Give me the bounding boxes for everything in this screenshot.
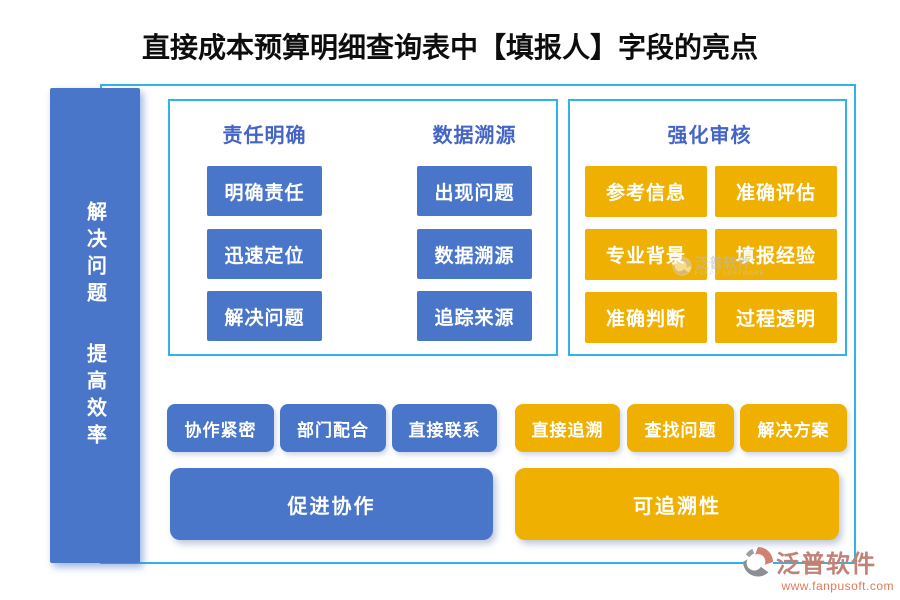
- item-button[interactable]: 出现问题: [417, 166, 532, 216]
- fanpu-logo-icon: [742, 546, 774, 577]
- sidebar-text-line2: 提高效率: [83, 342, 106, 451]
- item-button[interactable]: 专业背景: [585, 229, 707, 280]
- middle-button-contact[interactable]: 直接联系: [392, 404, 497, 452]
- middle-button-trace[interactable]: 直接追溯: [515, 404, 620, 452]
- footer-brand-url[interactable]: www.fanpusoft.com: [781, 579, 894, 593]
- panel-responsibility-trace: 责任明确 数据溯源 明确责任 迅速定位 解决问题 出现问题 数据溯源 追踪来源: [168, 99, 558, 356]
- item-button[interactable]: 解决问题: [207, 291, 322, 341]
- item-button[interactable]: 数据溯源: [417, 229, 532, 279]
- group-header-data-trace: 数据溯源: [432, 125, 517, 147]
- item-button[interactable]: 准确评估: [715, 166, 837, 217]
- group-header-responsibility: 责任明确: [222, 125, 307, 147]
- middle-button-collaboration[interactable]: 协作紧密: [167, 404, 274, 452]
- item-button[interactable]: 追踪来源: [417, 291, 532, 341]
- footer-brand-name: 泛普软件: [776, 551, 876, 578]
- middle-button-find-problem[interactable]: 查找问题: [627, 404, 734, 452]
- item-button[interactable]: 过程透明: [715, 292, 837, 343]
- sidebar: 解决问题 提高效率: [50, 88, 140, 563]
- group-header-review: 强化审核: [667, 125, 752, 147]
- footer-logo: 泛普软件 www.fanpusoft.com: [742, 544, 894, 593]
- item-button[interactable]: 迅速定位: [207, 229, 322, 279]
- page-title: 直接成本预算明细查询表中【填报人】字段的亮点: [141, 32, 758, 63]
- item-button[interactable]: 参考信息: [585, 166, 707, 217]
- middle-button-department[interactable]: 部门配合: [280, 404, 386, 452]
- panel-strengthen-review: 强化审核 参考信息 准确评估 专业背景 填报经验 准确判断 过程透明 泛普软件 …: [568, 99, 847, 356]
- bottom-button-traceability[interactable]: 可追溯性: [515, 468, 839, 540]
- middle-button-solution[interactable]: 解决方案: [740, 404, 847, 452]
- sidebar-text-line1: 解决问题: [83, 200, 106, 309]
- item-button[interactable]: 填报经验: [715, 229, 837, 280]
- item-button[interactable]: 明确责任: [207, 166, 322, 216]
- item-button[interactable]: 准确判断: [585, 292, 707, 343]
- bottom-button-promote-collaboration[interactable]: 促进协作: [170, 468, 493, 540]
